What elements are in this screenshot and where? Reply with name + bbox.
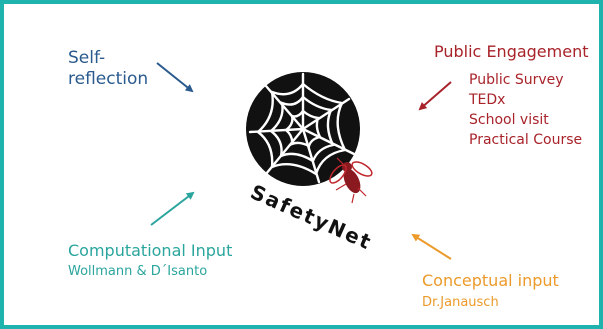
- public-engagement-item: Practical Course: [469, 132, 583, 148]
- public-engagement-list: Public Survey TEDx School visit Practica…: [469, 70, 582, 150]
- public-engagement-item: TEDx: [469, 92, 506, 108]
- arrow-computational: [150, 191, 195, 226]
- self-reflection-line-2: reflection: [68, 69, 149, 89]
- public-engagement-title: Public Engagement: [434, 42, 589, 61]
- conceptual-input-author: Dr.Janausch: [422, 295, 499, 310]
- safetynet-logo: SafetyNet: [246, 72, 376, 255]
- arrow-self-reflection: [156, 62, 194, 93]
- conceptual-input-title: Conceptual input: [422, 271, 559, 290]
- public-engagement-item: Public Survey: [469, 72, 564, 88]
- fly-icon: [329, 157, 373, 204]
- arrow-public-engagement: [418, 81, 452, 111]
- self-reflection-line-1: Self-: [68, 48, 106, 68]
- public-engagement-item: School visit: [469, 112, 549, 128]
- arrow-conceptual: [411, 233, 452, 260]
- arrows-layer: [150, 62, 452, 260]
- self-reflection-label: Self- reflection: [68, 48, 178, 90]
- computational-input-title: Computational Input: [68, 241, 233, 260]
- computational-input-authors: Wollmann & D´Isanto: [68, 264, 208, 279]
- spider-web-icon: [246, 72, 360, 186]
